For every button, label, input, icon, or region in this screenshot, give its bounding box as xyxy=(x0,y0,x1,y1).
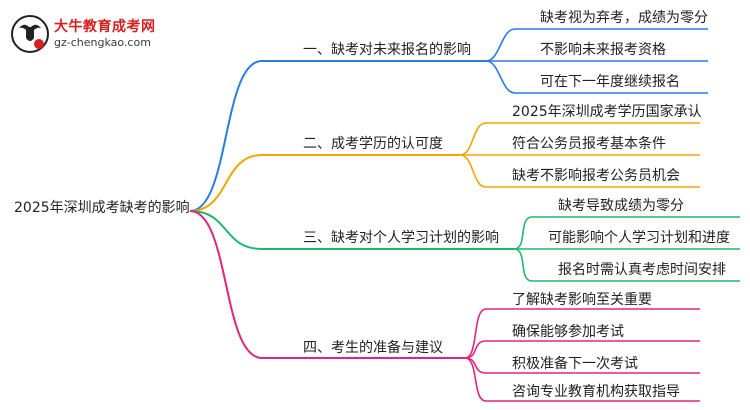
mindmap-root-node: 2025年深圳成考缺考的影响 xyxy=(14,200,190,216)
branch-1-child-1-connector xyxy=(485,28,516,62)
branch-1-item-3: 可在下一年度继续报名 xyxy=(540,74,680,90)
branch-1-connector xyxy=(189,60,263,212)
branch-4-item-3: 积极准备下一次考试 xyxy=(512,356,638,372)
branch-1-label: 一、缺考对未来报名的影响 xyxy=(303,42,471,58)
branch-3-child-1-connector xyxy=(513,216,533,250)
branch-2-item-2: 符合公务员报考基本条件 xyxy=(512,136,666,152)
branch-3-connector xyxy=(189,210,263,250)
branch-4-child-4-connector xyxy=(464,357,487,402)
branch-2-child-1-connector xyxy=(459,122,487,156)
branch-4-child-1-connector xyxy=(464,308,487,359)
branch-4-connector xyxy=(189,210,263,359)
branch-3-item-2: 可能影响个人学习计划和进度 xyxy=(548,230,730,246)
branch-4-label: 四、考生的准备与建议 xyxy=(303,340,443,356)
branch-3-child-3-connector xyxy=(513,248,533,282)
branch-4-item-4: 咨询专业教育机构获取指导 xyxy=(512,384,680,400)
branch-3-item-3: 报名时需认真考虑时间安排 xyxy=(558,262,726,278)
branch-4-item-1: 了解缺考影响至关重要 xyxy=(512,292,652,308)
branch-2-item-1: 2025年深圳成考学历国家承认 xyxy=(512,104,702,120)
branch-4-child-3-connector xyxy=(464,357,487,374)
branch-4-item-2: 确保能够参加考试 xyxy=(512,324,624,340)
branch-1-item-2: 不影响未来报考资格 xyxy=(540,42,666,58)
branch-3-label: 三、缺考对个人学习计划的影响 xyxy=(303,230,499,246)
branch-2-connector xyxy=(189,154,263,212)
branch-1-item-1: 缺考视为弃考，成绩为零分 xyxy=(540,10,708,26)
branch-4-child-2-connector xyxy=(464,340,487,359)
site-logo: 大牛教育成考网 gz-chengkao.com xyxy=(10,14,185,54)
branch-2-item-3: 缺考不影响报考公务员机会 xyxy=(512,168,680,184)
branch-2-label: 二、成考学历的认可度 xyxy=(303,136,443,152)
logo-brand-name: 大牛教育成考网 xyxy=(54,19,156,35)
branch-1-child-3-connector xyxy=(485,60,516,94)
bull-logo-icon xyxy=(11,15,49,53)
branch-3-item-1: 缺考导致成绩为零分 xyxy=(558,198,684,214)
logo-url: gz-chengkao.com xyxy=(54,36,151,49)
branch-2-child-3-connector xyxy=(459,154,487,188)
